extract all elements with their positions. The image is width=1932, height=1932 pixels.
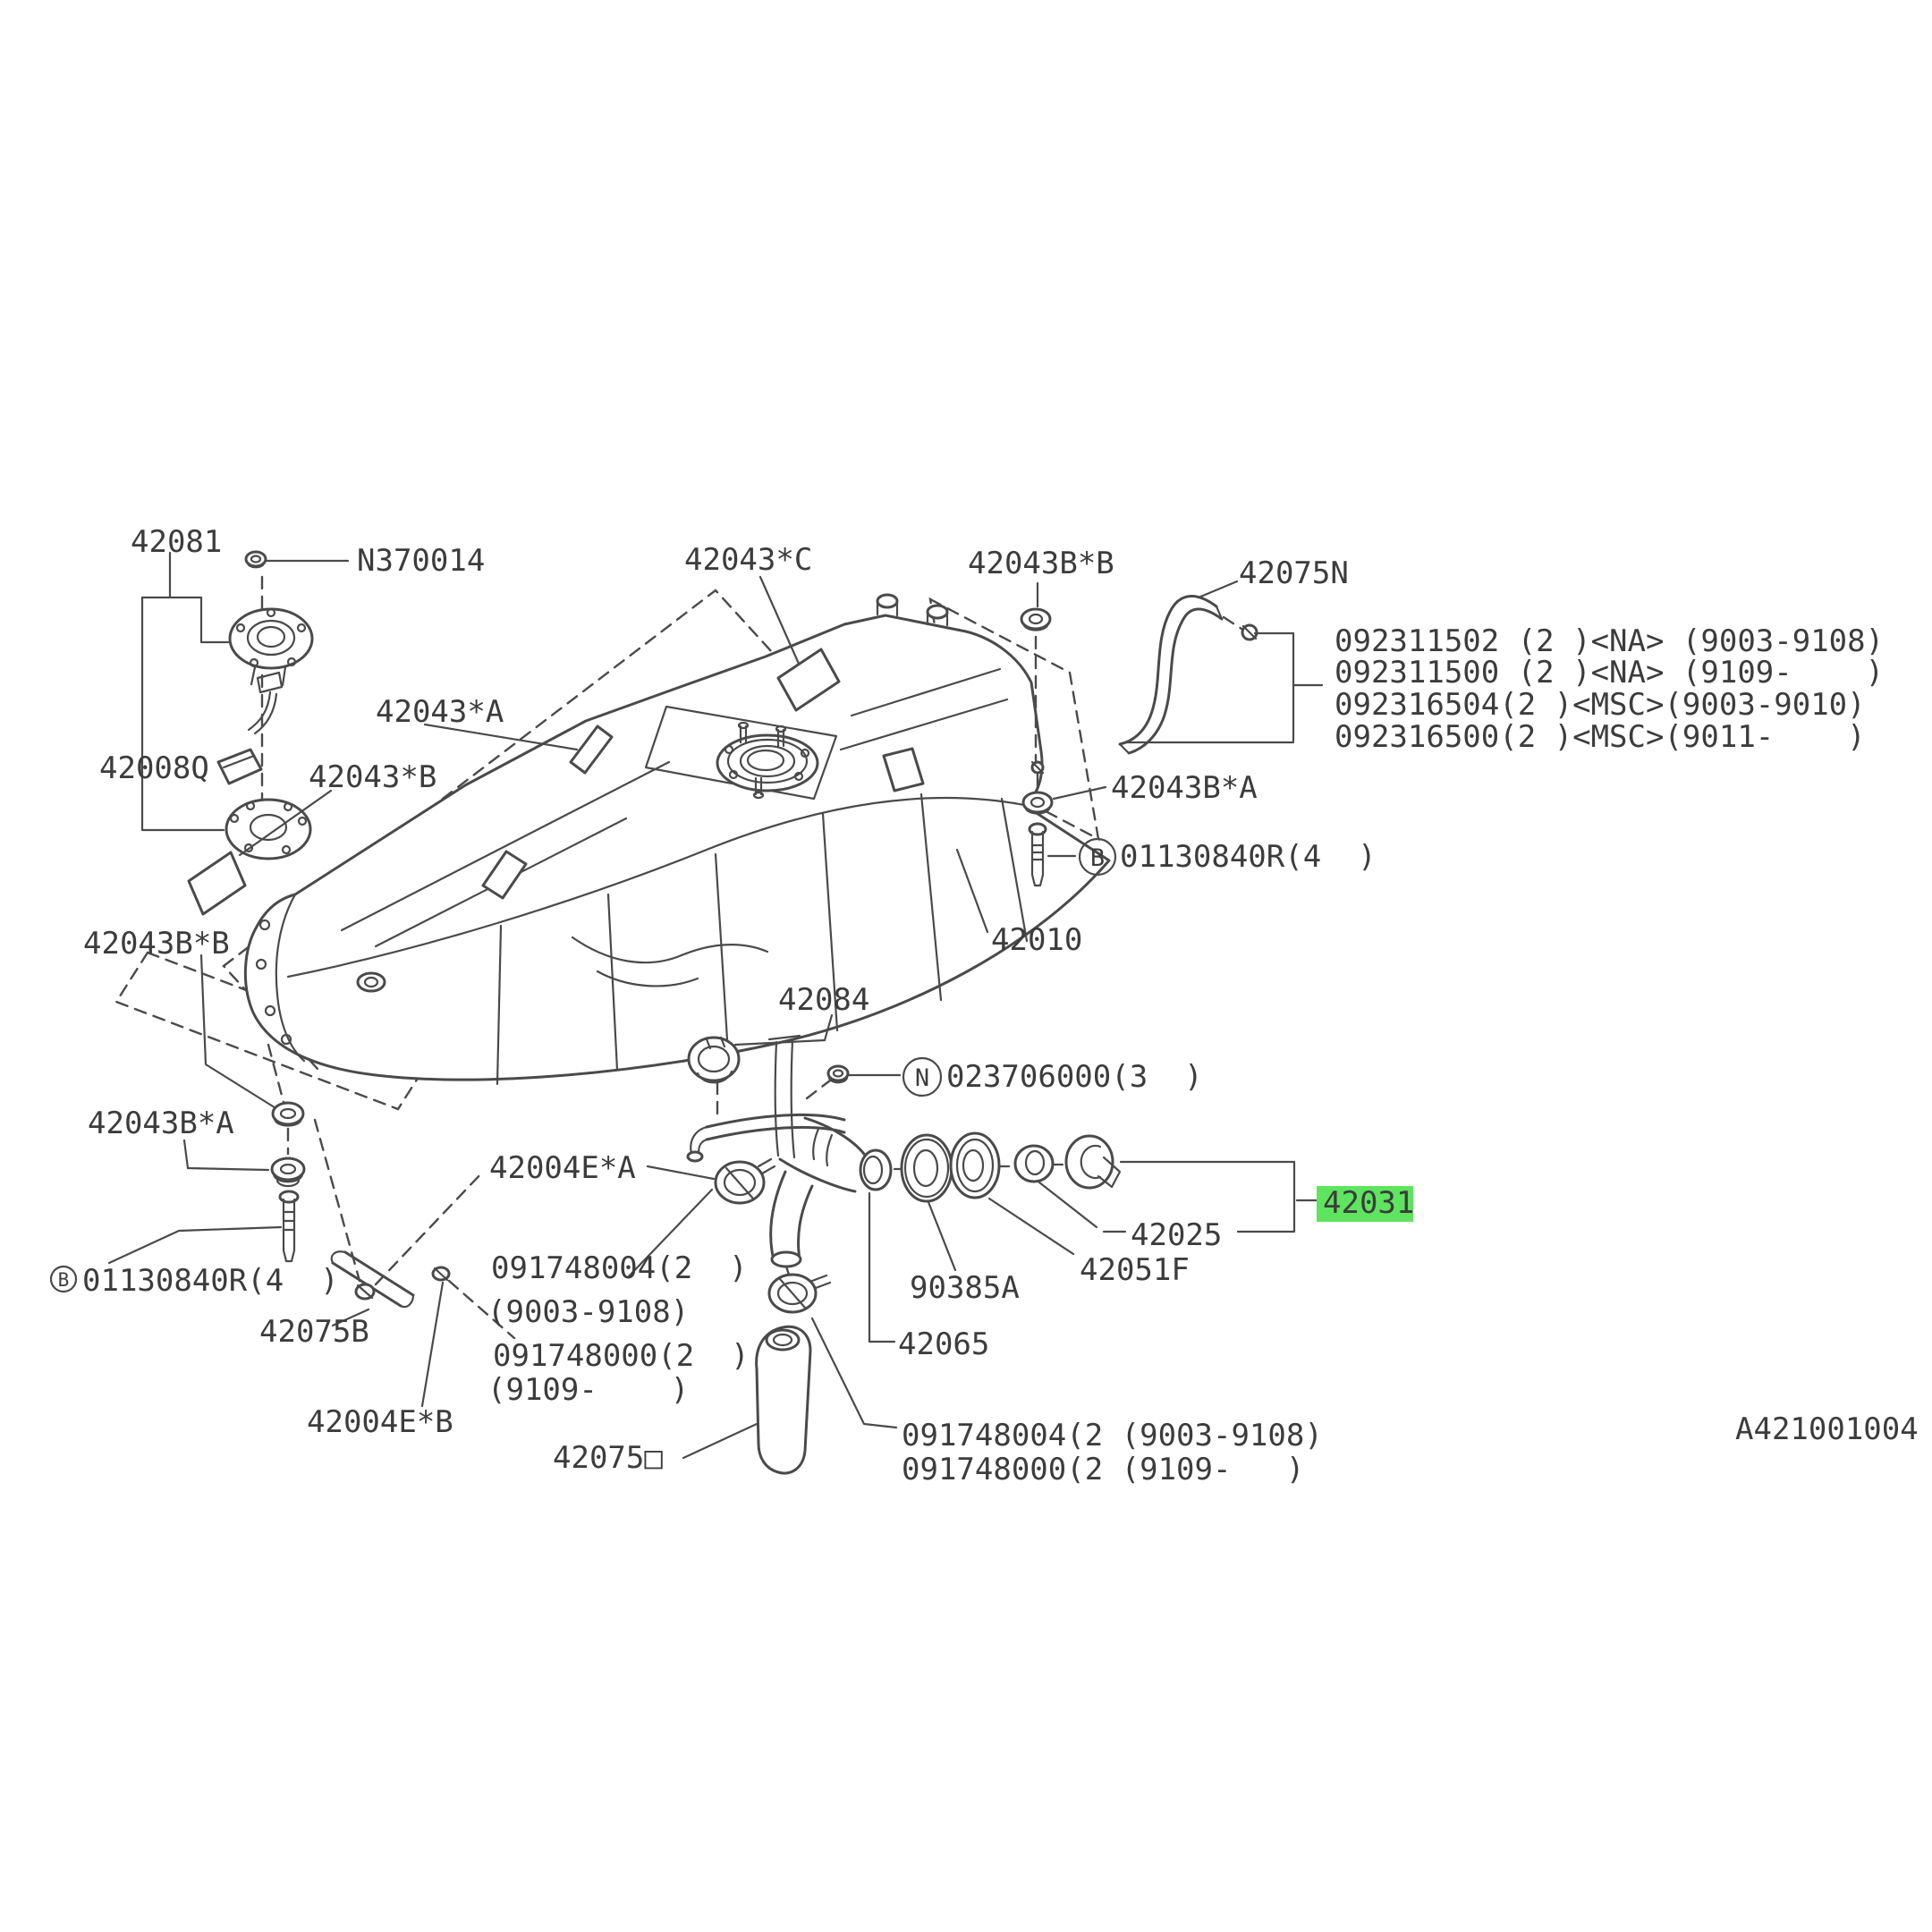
highlight-42031 (1317, 1186, 1413, 1222)
part-label-42010[interactable]: 42010 (991, 922, 1082, 958)
clamp-part-line3[interactable]: 091748000(2 ) (493, 1338, 750, 1374)
fuel-tank-drawing (243, 593, 1111, 1086)
circled-b-letter-right: B (1090, 844, 1105, 872)
clamp-part-line4[interactable]: (9109- ) (487, 1372, 689, 1408)
left-fastener-column (107, 953, 306, 1265)
part-label-42075n[interactable]: 42075N (1239, 555, 1349, 591)
part-label-42043b-a-left[interactable]: 42043B*A (88, 1106, 234, 1141)
clamp-part-line1[interactable]: 091748004(2 ) (491, 1250, 748, 1286)
circled-b-icon-right (1078, 837, 1117, 877)
filler-clamp-part-line1[interactable]: 091748004(2 (9003-9108) (902, 1418, 1323, 1453)
part-label-90385a[interactable]: 90385A (910, 1270, 1020, 1306)
breather-hose-42075n-drawing (1118, 580, 1324, 755)
part-label-42025[interactable]: 42025 (1131, 1217, 1222, 1253)
pipe-42075b-drawing (313, 1118, 516, 1408)
clamp-part-line2[interactable]: (9003-9108) (487, 1294, 689, 1330)
part-labels: 42081 N370014 42008Q 42043*B 42043*A 420… (49, 524, 1919, 1487)
part-label-bolt-right[interactable]: 01130840R(4 ) (1120, 839, 1377, 875)
protector-leader-lines (238, 575, 801, 857)
fuel-sender-unit-drawing (140, 550, 350, 860)
hose-clip-part-line1[interactable]: 092311502 (2 )<NA> (9003-9108) (1335, 623, 1884, 659)
part-label-42043b-b-left[interactable]: 42043B*B (83, 926, 230, 962)
filler-clamp-part-line2[interactable]: 091748000(2 (9109- ) (902, 1452, 1304, 1487)
part-label-42043-b[interactable]: 42043*B (309, 759, 436, 795)
circled-b-letter-left: B (58, 1269, 70, 1291)
part-label-42075b[interactable]: 42075B (259, 1314, 369, 1350)
part-label-42043-a[interactable]: 42043*A (376, 694, 504, 730)
diagram-code: A421001004 (1735, 1411, 1919, 1447)
part-label-42004e-a[interactable]: 42004E*A (489, 1150, 636, 1186)
hose-clip-part-line2[interactable]: 092311500 (2 )<NA> (9109- ) (1335, 655, 1884, 691)
part-label-42084[interactable]: 42084 (778, 982, 869, 1018)
part-label-42043-c[interactable]: 42043*C (684, 542, 812, 578)
circled-b-icon-left (49, 1265, 78, 1293)
part-label-bolt-left[interactable]: 01130840R(4 ) (82, 1263, 339, 1299)
filler-neck-assembly-drawing (626, 1013, 1318, 1475)
part-label-n370014[interactable]: N370014 (357, 543, 485, 579)
protector-sheet-small-mid (569, 724, 614, 775)
part-label-42043b-b-top[interactable]: 42043B*B (968, 546, 1114, 581)
part-label-42065[interactable]: 42065 (898, 1326, 989, 1362)
part-label-42043b-a-right[interactable]: 42043B*A (1111, 770, 1258, 806)
circled-n-letter: N (915, 1064, 929, 1092)
circled-n-icon (902, 1056, 943, 1097)
hose-clip-part-line3[interactable]: 092316504(2 )<MSC>(9003-9010) (1335, 687, 1866, 723)
right-fastener-column (955, 581, 1107, 934)
part-label-42081[interactable]: 42081 (131, 524, 222, 560)
protector-sheet-small-left (187, 851, 247, 916)
part-label-42051f[interactable]: 42051F (1080, 1252, 1190, 1288)
part-label-42031-highlighted[interactable]: 42031 (1323, 1185, 1414, 1221)
protector-sheet-small-top (776, 648, 841, 712)
hose-clip-part-line4[interactable]: 092316500(2 )<MSC>(9011- ) (1335, 719, 1866, 755)
part-label-023706000[interactable]: 023706000(3 ) (946, 1059, 1203, 1095)
part-label-42008q[interactable]: 42008Q (99, 750, 209, 786)
part-label-42004e-b[interactable]: 42004E*B (307, 1404, 453, 1440)
part-label-42075d[interactable]: 42075□ (553, 1440, 663, 1476)
